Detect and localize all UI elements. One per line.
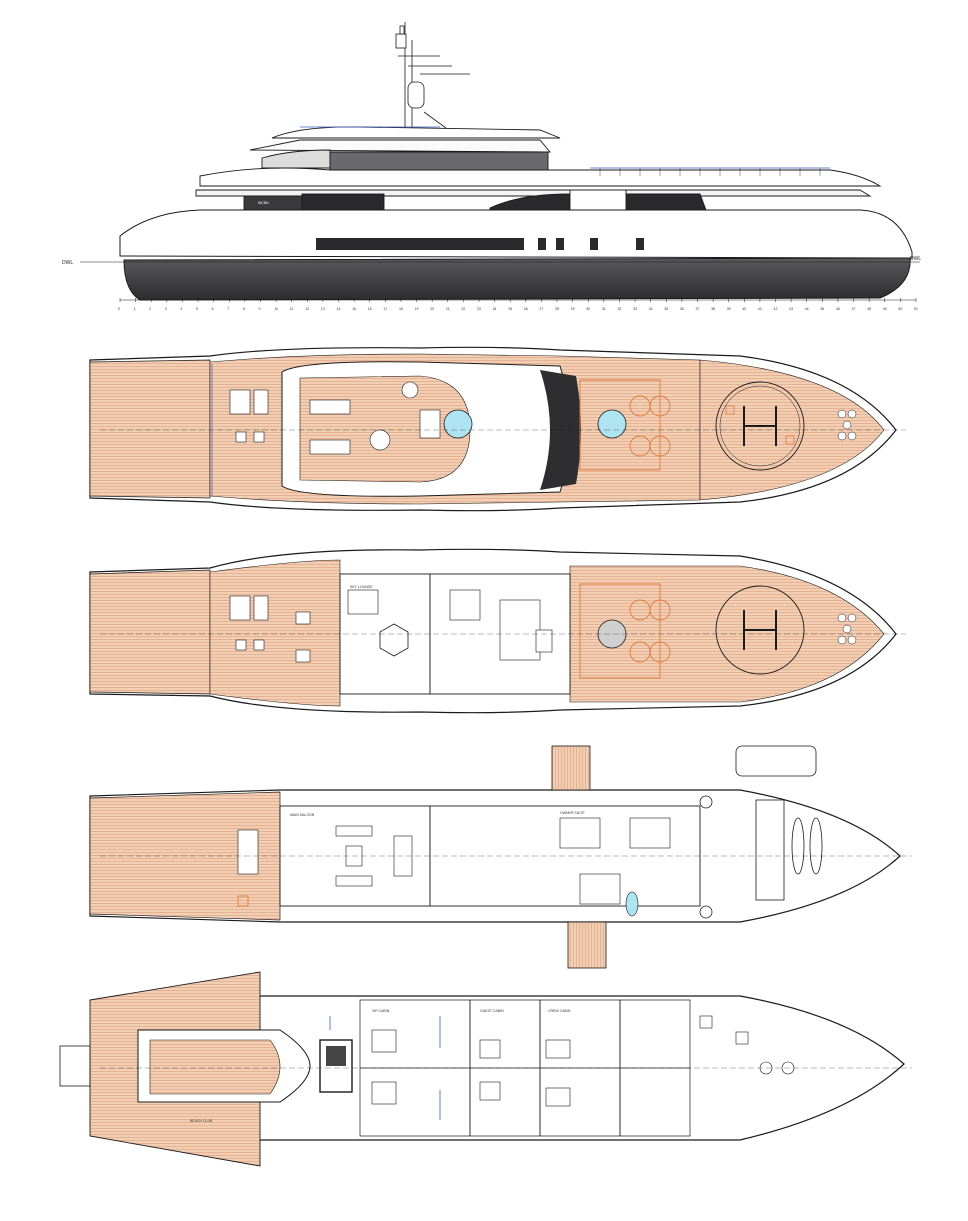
frame-tick-label: 30 (586, 307, 590, 311)
frame-tick-label: 17 (383, 307, 387, 311)
frame-tick-label: 26 (524, 307, 528, 311)
frame-tick-label: 20 (430, 307, 434, 311)
frame-tick-label: 9 (258, 307, 260, 311)
frame-tick-label: 40 (742, 307, 746, 311)
frame-tick-label: 39 (727, 307, 731, 311)
spa-pool-fore (597, 409, 627, 439)
frame-tick-label: 14 (337, 307, 341, 311)
frame-tick-label: 51 (914, 307, 918, 311)
frame-tick-label: 13 (321, 307, 325, 311)
frame-tick-label: 0 (118, 307, 120, 311)
frame-tick-label: 11 (290, 307, 294, 311)
frame-tick-label: 7 (227, 307, 229, 311)
frame-tick-label: 42 (774, 307, 778, 311)
helipad-h-mark (743, 406, 777, 446)
frame-tick-label: 28 (555, 307, 559, 311)
frame-tick-label: 33 (633, 307, 637, 311)
frame-tick-label: 23 (477, 307, 481, 311)
label-beach-club: BEACH CLUB (190, 1119, 213, 1123)
label-sky-lounge: SKY LOUNGE (350, 585, 373, 589)
frame-tick-label: 22 (461, 307, 465, 311)
main-deck-plan: MAIN SALOON OWNER SUITE (89, 745, 912, 969)
frame-tick-label: 8 (243, 307, 245, 311)
frame-tick-label: 4 (180, 307, 182, 311)
sun-deck-plan (89, 346, 906, 512)
frame-tick-label: 46 (836, 307, 840, 311)
frame-tick-label: 10 (274, 307, 278, 311)
frame-tick-label: 38 (711, 307, 715, 311)
helipad-bridge (715, 585, 805, 675)
helipad (715, 381, 805, 471)
frame-tick-label: 16 (368, 307, 372, 311)
dwl-label-right: DWL (910, 256, 921, 262)
frame-tick-label: 5 (196, 307, 198, 311)
frame-tick-label: 31 (602, 307, 606, 311)
frame-tick-label: 21 (446, 307, 450, 311)
frame-tick-label: 41 (758, 307, 762, 311)
frame-tick-label: 18 (399, 307, 403, 311)
frame-tick-label: 32 (617, 307, 621, 311)
frame-tick-label: 12 (305, 307, 309, 311)
frame-tick-label: 19 (415, 307, 419, 311)
frame-tick-label: 3 (165, 307, 167, 311)
dining-table-octagon (379, 623, 409, 657)
spa-pool (443, 409, 473, 439)
label-vip-cabin: VIP CABIN (372, 1009, 390, 1013)
frame-tick-label: 15 (352, 307, 356, 311)
frame-tick-label: 48 (867, 307, 871, 311)
frame-tick-label: 24 (493, 307, 497, 311)
bridge-deck-plan: SKY LOUNGE (89, 548, 906, 714)
frame-tick-label: 34 (649, 307, 653, 311)
label-main-saloon: MAIN SALOON (290, 813, 315, 817)
side-balcony-port (551, 745, 591, 791)
dwl-label-left: DWL (62, 260, 73, 266)
hull-badge: WCBN (258, 201, 269, 205)
hull-bottom (123, 257, 911, 301)
frame-tick-label: 44 (805, 307, 809, 311)
lower-deck-plan: VIP CABIN GUEST CABIN CREW CABIN BEACH C… (59, 971, 912, 1167)
hull-window-band (316, 238, 524, 250)
label-crew-cabin: CREW CABIN (548, 1009, 571, 1013)
frame-tick-label: 27 (539, 307, 543, 311)
frame-tick-label: 37 (695, 307, 699, 311)
frame-tick-label: 49 (883, 307, 887, 311)
frame-tick-label: 50 (898, 307, 902, 311)
frame-tick-label: 25 (508, 307, 512, 311)
tender-crane-area (699, 745, 823, 919)
mast (395, 22, 470, 129)
frame-tick-label: 29 (571, 307, 575, 311)
frame-tick-label: 35 (664, 307, 668, 311)
frame-tick-label: 36 (680, 307, 684, 311)
frame-tick-label: 45 (820, 307, 824, 311)
label-owner-suite: OWNER SUITE (560, 811, 585, 815)
hull-topsides (119, 209, 913, 259)
side-balcony-stbd (567, 921, 607, 969)
frame-tick-label: 2 (149, 307, 151, 311)
frame-tick-label: 1 (134, 307, 136, 311)
label-guest-cabin: GUEST CABIN (480, 1009, 504, 1013)
frame-tick-label: 43 (789, 307, 793, 311)
frame-tick-label: 47 (852, 307, 856, 311)
frame-tick-label: 6 (212, 307, 214, 311)
